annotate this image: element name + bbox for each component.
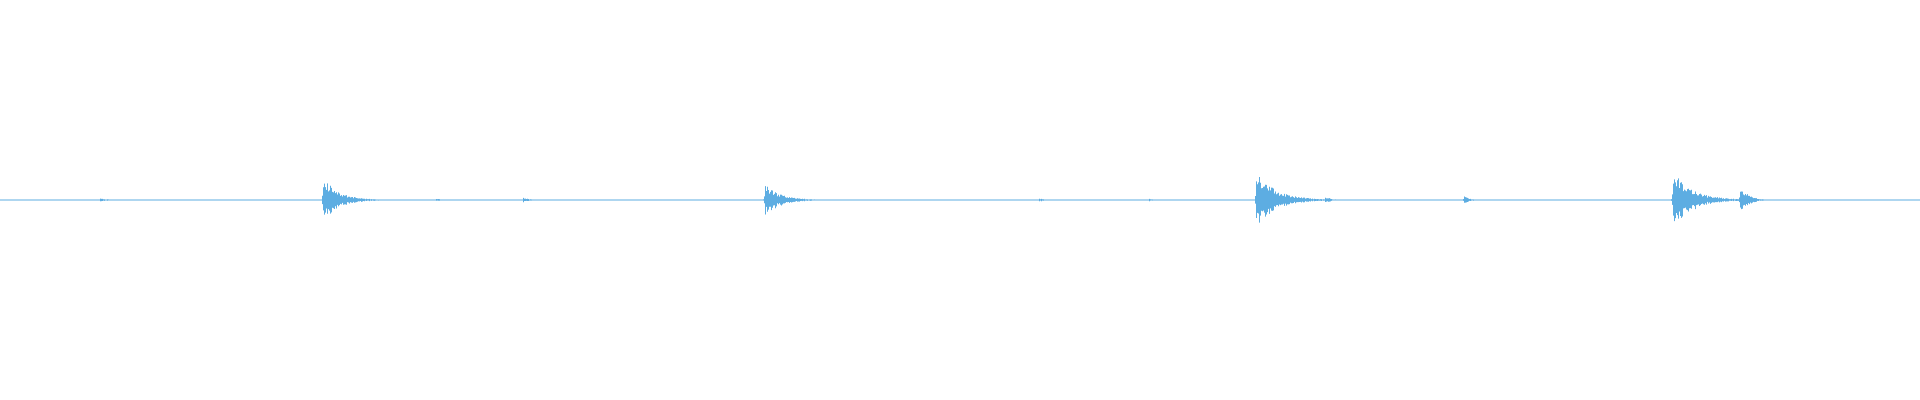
waveform-trace [0, 176, 1920, 223]
